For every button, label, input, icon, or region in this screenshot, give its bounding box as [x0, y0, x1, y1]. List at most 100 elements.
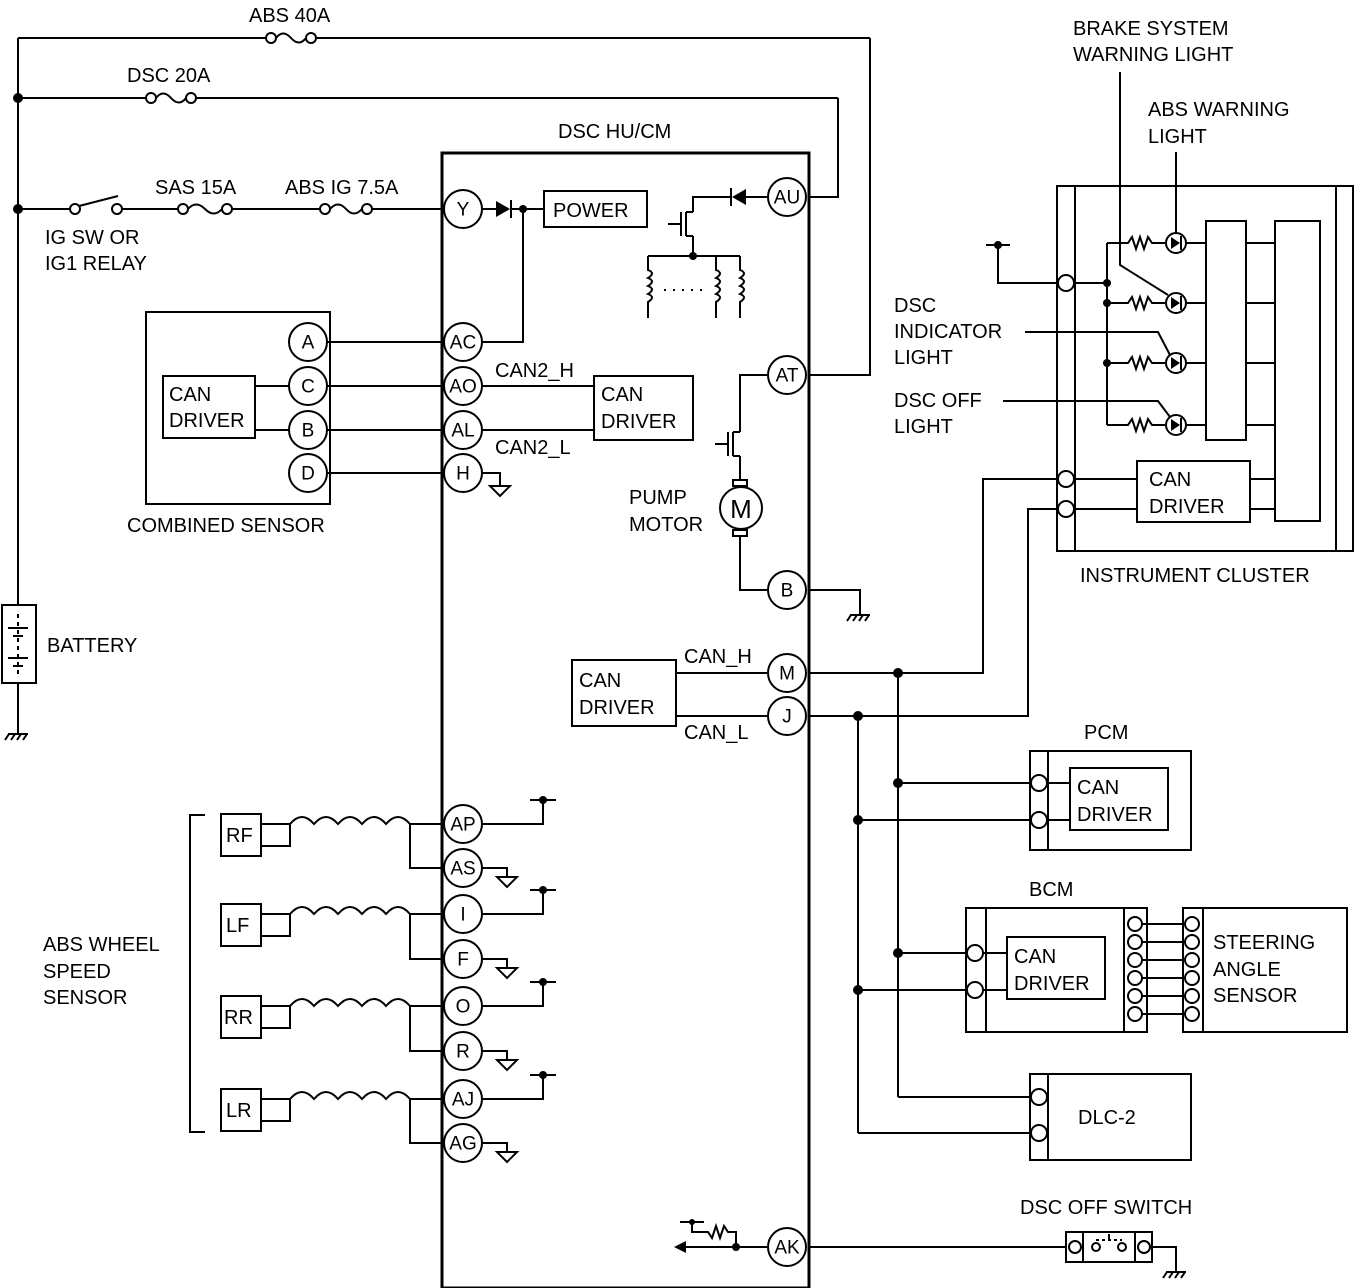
pcm: PCM CAN DRIVER — [1029, 722, 1192, 851]
ig-switch-label-2: IG1 RELAY — [45, 253, 147, 275]
fuse-abs-40a-label: ABS 40A — [249, 5, 331, 27]
steering-label-1: STEERING — [1213, 932, 1315, 954]
pin-ac: AC — [443, 322, 483, 362]
module-can2-driver-2: DRIVER — [601, 411, 677, 433]
fuse-abs-ig-label: ABS IG 7.5A — [285, 177, 399, 199]
pin-as: AS — [443, 848, 483, 888]
pin-at-label: AT — [776, 366, 799, 387]
bcm: BCM CAN DRIVER — [965, 879, 1185, 1033]
wheel-sensor-rf: RF — [220, 813, 444, 869]
module-can-driver-1: CAN — [579, 670, 621, 692]
can-bus — [808, 478, 1060, 1134]
dsc-indicator-label-2: INDICATOR — [894, 321, 1002, 343]
pcm-can-driver-2: DRIVER — [1077, 804, 1153, 826]
instrument-cluster-label: INSTRUMENT CLUSTER — [1080, 565, 1310, 587]
lamp-row-4 — [1107, 414, 1206, 436]
module-title: DSC HU/CM — [558, 121, 671, 143]
pin-m: M — [767, 653, 807, 693]
abs-light-label-1: ABS WARNING — [1148, 99, 1290, 121]
dsc-off-light-label-1: DSC OFF — [894, 390, 982, 412]
pin-ap-label: AP — [450, 815, 475, 836]
can2-h-label: CAN2_H — [495, 360, 574, 382]
dsc-off-switch-label: DSC OFF SWITCH — [1020, 1197, 1192, 1219]
combined-can-driver-2: DRIVER — [169, 410, 245, 432]
pcm-can-driver-1: CAN — [1077, 777, 1119, 799]
dsc-indicator-label-3: LIGHT — [894, 347, 953, 369]
dlc-2: DLC-2 — [1029, 1073, 1192, 1161]
power-feed — [13, 37, 871, 605]
pin-au: AU — [767, 177, 807, 217]
pin-al-label: AL — [451, 421, 474, 442]
module-can2-driver-1: CAN — [601, 384, 643, 406]
bcm-label: BCM — [1029, 879, 1073, 901]
pin-b: B — [767, 570, 807, 610]
pin-as-label: AS — [450, 859, 475, 880]
combined-pin-d: D — [301, 464, 315, 485]
pin-ao-label: AO — [449, 377, 476, 398]
pin-ao: AO — [443, 366, 483, 406]
pin-m-label: M — [779, 664, 795, 685]
combined-can-driver-1: CAN — [169, 384, 211, 406]
bcm-can-driver-1: CAN — [1014, 946, 1056, 968]
pin-ag: AG — [443, 1123, 483, 1163]
brake-light-label-1: BRAKE SYSTEM — [1073, 18, 1229, 40]
fuse-dsc-20a: DSC 20A — [127, 65, 211, 104]
module-can-driver-2: DRIVER — [579, 697, 655, 719]
wheel-sensor-lf-label: LF — [226, 915, 249, 937]
dsc-indicator-label-1: DSC — [894, 295, 936, 317]
pin-o-label: O — [456, 997, 471, 1018]
pcm-label: PCM — [1084, 722, 1128, 744]
brake-light-label-2: WARNING LIGHT — [1073, 44, 1233, 66]
dsc-hu-cm-module: DSC HU/CM POWER CAN DRIVER CAN2_H — [440, 121, 811, 1288]
module-pins: Y AC AO AL H AP AS I F O R AJ AG AU AT B… — [443, 177, 807, 1267]
fuse-abs-ig-7.5a: ABS IG 7.5A — [285, 177, 399, 215]
can2-l-label: CAN2_L — [495, 437, 571, 459]
ig-switch: IG SW OR IG1 RELAY — [45, 195, 147, 275]
pin-j: J — [767, 696, 807, 736]
pin-f: F — [443, 939, 483, 979]
pin-ak-label: AK — [774, 1238, 800, 1259]
steering-angle-sensor: STEERING ANGLE SENSOR — [1182, 907, 1348, 1033]
pin-h: H — [443, 453, 483, 493]
pump-motor-label-2: MOTOR — [629, 514, 703, 536]
wheel-sensor-rr-label: RR — [224, 1007, 253, 1029]
pin-ap: AP — [443, 804, 483, 844]
pin-i-label: I — [460, 905, 465, 926]
pin-r: R — [443, 1031, 483, 1071]
dlc-2-label: DLC-2 — [1078, 1107, 1136, 1129]
fuse-dsc-20a-label: DSC 20A — [127, 65, 211, 87]
wheel-sensor-label-1: ABS WHEEL — [43, 934, 160, 956]
bcm-connector-pins — [1127, 916, 1185, 1022]
combined-pin-b: B — [302, 421, 315, 442]
dsc-off-switch: DSC OFF SWITCH — [808, 1197, 1192, 1279]
pin-f-label: F — [457, 950, 469, 971]
pin-o: O — [443, 986, 483, 1026]
steering-label-2: ANGLE — [1213, 959, 1281, 981]
cluster-can-driver-2: DRIVER — [1149, 496, 1225, 518]
pump-motor-symbol: M — [730, 494, 752, 524]
pump-ground — [808, 589, 870, 622]
pin-aj-label: AJ — [452, 1090, 474, 1111]
fuse-sas-15a: SAS 15A — [155, 177, 237, 215]
steering-label-3: SENSOR — [1213, 985, 1297, 1007]
pin-h-label: H — [456, 464, 470, 485]
fuse-sas-15a-label: SAS 15A — [155, 177, 237, 199]
lamp-row-2 — [1107, 292, 1206, 314]
pin-r-label: R — [456, 1042, 470, 1063]
wheel-sensor-label-3: SENSOR — [43, 987, 127, 1009]
pin-au-label: AU — [774, 188, 800, 209]
battery-label: BATTERY — [47, 635, 137, 657]
wheel-sensor-lr-label: LR — [226, 1100, 252, 1122]
pin-al: AL — [443, 410, 483, 450]
wheel-sensor-lr: LR — [220, 1088, 444, 1144]
pin-ag-label: AG — [449, 1134, 476, 1155]
wheel-sensor-rr: RR — [220, 995, 444, 1052]
battery: BATTERY — [1, 604, 137, 741]
wheel-sensor-rf-label: RF — [226, 825, 253, 847]
wheel-speed-sensors: ABS WHEEL SPEED SENSOR RF LF RR — [43, 796, 556, 1164]
cluster-can-driver-1: CAN — [1149, 469, 1191, 491]
dsc-off-light-label-2: LIGHT — [894, 416, 953, 438]
wheel-sensor-label-2: SPEED — [43, 961, 111, 983]
pin-i: I — [443, 894, 483, 934]
